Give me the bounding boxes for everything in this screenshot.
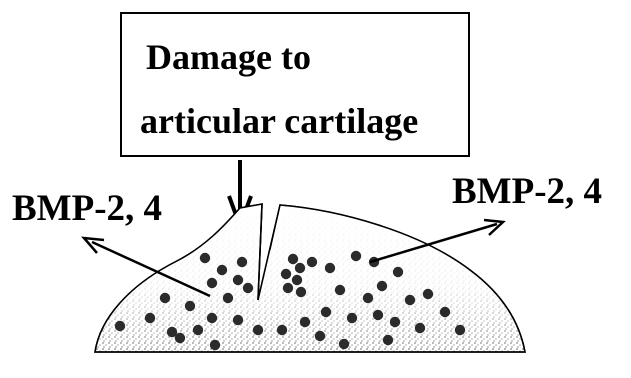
chondrocyte-cell (307, 257, 317, 267)
chondrocyte-cell (145, 313, 155, 323)
chondrocyte-cell (415, 323, 425, 333)
chondrocyte-cell (292, 275, 302, 285)
chondrocyte-cell (325, 263, 335, 273)
chondrocyte-cell (393, 267, 403, 277)
chondrocyte-cell (405, 295, 415, 305)
chondrocyte-cell (363, 293, 373, 303)
box-line-2: articular cartilage (140, 100, 486, 142)
chondrocyte-cell (175, 333, 185, 343)
chondrocyte-cell (193, 325, 203, 335)
chondrocyte-cell (339, 339, 349, 349)
bmp-label-right: BMP-2, 4 (452, 170, 602, 213)
chondrocyte-cell (160, 293, 170, 303)
chondrocyte-cell (315, 331, 325, 341)
chondrocyte-cell (283, 283, 293, 293)
chondrocyte-cell (383, 335, 393, 345)
chondrocyte-cell (185, 301, 195, 311)
damage-box: Damage to articular cartilage (120, 12, 470, 157)
chondrocyte-cell (210, 340, 220, 350)
chondrocyte-cell (237, 257, 247, 267)
chondrocyte-cell (373, 310, 383, 320)
chondrocyte-cell (296, 287, 306, 297)
chondrocyte-cell (223, 293, 233, 303)
chondrocyte-cell (321, 307, 331, 317)
chondrocyte-cell (440, 307, 450, 317)
chondrocyte-cell (281, 269, 291, 279)
chondrocyte-cell (423, 289, 433, 299)
chondrocyte-cell (277, 325, 287, 335)
chondrocyte-cell (200, 253, 210, 263)
chondrocyte-cell (207, 313, 217, 323)
chondrocyte-cell (351, 251, 361, 261)
chondrocyte-cell (115, 321, 125, 331)
chondrocyte-cell (295, 263, 305, 273)
chondrocyte-cell (377, 281, 387, 291)
chondrocyte-cell (455, 325, 465, 335)
bmp-label-left: BMP-2, 4 (12, 187, 162, 230)
chondrocyte-cell (253, 325, 263, 335)
chondrocyte-cell (217, 265, 227, 275)
chondrocyte-cell (335, 285, 345, 295)
box-line-1: Damage to (146, 36, 492, 78)
chondrocyte-cell (233, 275, 243, 285)
chondrocyte-cell (288, 254, 298, 264)
chondrocyte-cell (347, 313, 357, 323)
chondrocyte-cell (233, 315, 243, 325)
chondrocyte-cell (300, 317, 310, 327)
chondrocyte-cell (207, 278, 217, 288)
chondrocyte-cell (390, 317, 400, 327)
chondrocyte-cell (243, 283, 253, 293)
